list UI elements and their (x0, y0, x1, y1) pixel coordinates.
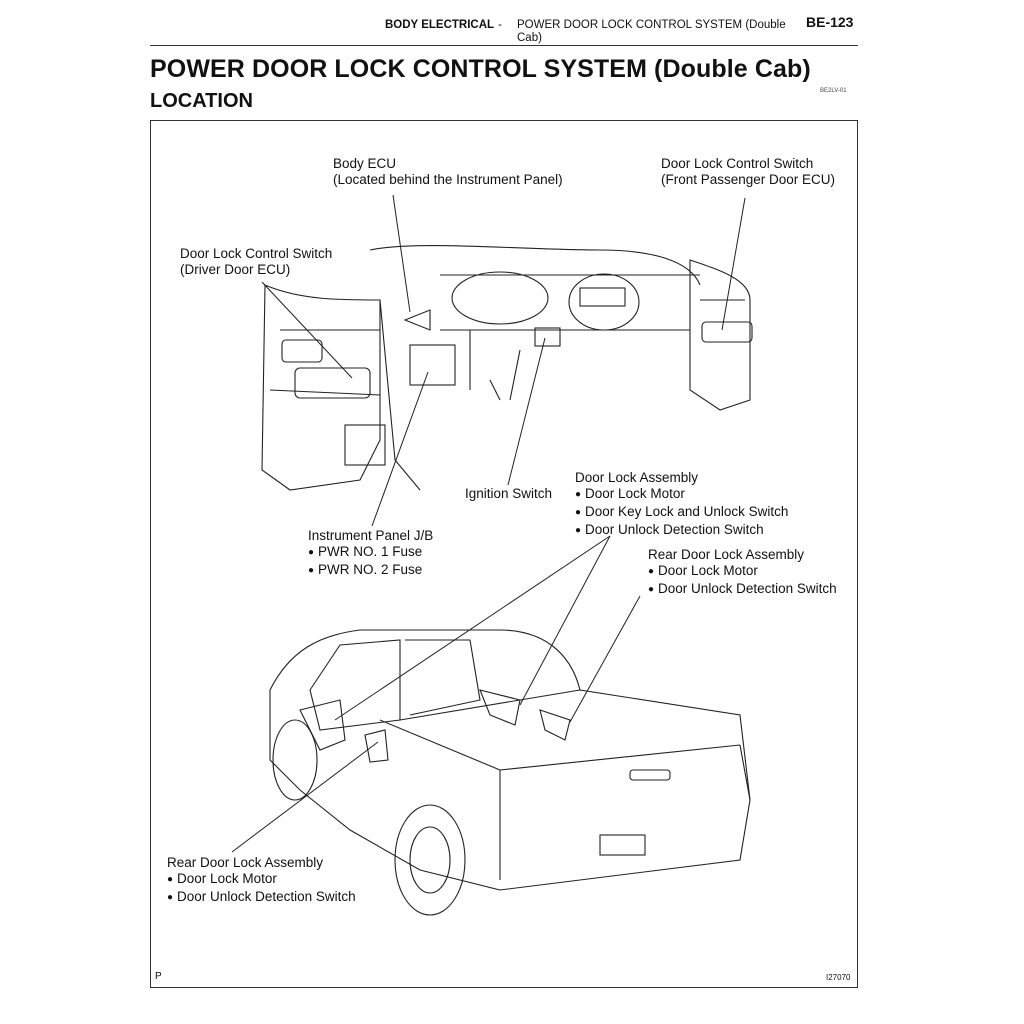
header-topic: POWER DOOR LOCK CONTROL SYSTEM (Double C… (517, 19, 786, 44)
dashboard-drawing (261, 245, 753, 491)
section-subtitle: LOCATION (150, 90, 253, 112)
header-separator: - (498, 19, 502, 31)
label-ignition-switch: Ignition Switch (465, 486, 553, 501)
page-title: POWER DOOR LOCK CONTROL SYSTEM (Double C… (150, 55, 811, 83)
leader-lines (231, 194, 746, 853)
label-driver-door-switch: Door Lock Control Switch(Driver Door ECU… (180, 246, 333, 277)
label-rear-door-lock-right: Rear Door Lock Assembly Door Lock Motor … (648, 547, 837, 599)
label-front-door-switch: Door Lock Control Switch(Front Passenger… (661, 156, 836, 187)
header-section: BODY ELECTRICAL (385, 19, 495, 31)
page-number: BE-123 (806, 14, 854, 30)
header-rule (150, 45, 858, 46)
truck-drawing (269, 629, 751, 916)
figure-id: I27070 (826, 973, 851, 982)
label-body-ecu: Body ECU(Located behind the Instrument P… (333, 156, 563, 187)
label-rear-door-lock-left: Rear Door Lock Assembly Door Lock Motor … (167, 855, 356, 907)
document-code: BE2LV-01 (820, 88, 847, 94)
footer-mark: P (155, 971, 162, 982)
label-instrument-panel-jb: Instrument Panel J/B PWR NO. 1 Fuse PWR … (308, 528, 433, 580)
label-door-lock-assembly: Door Lock Assembly Door Lock Motor Door … (575, 470, 788, 540)
figure-frame (150, 120, 858, 988)
